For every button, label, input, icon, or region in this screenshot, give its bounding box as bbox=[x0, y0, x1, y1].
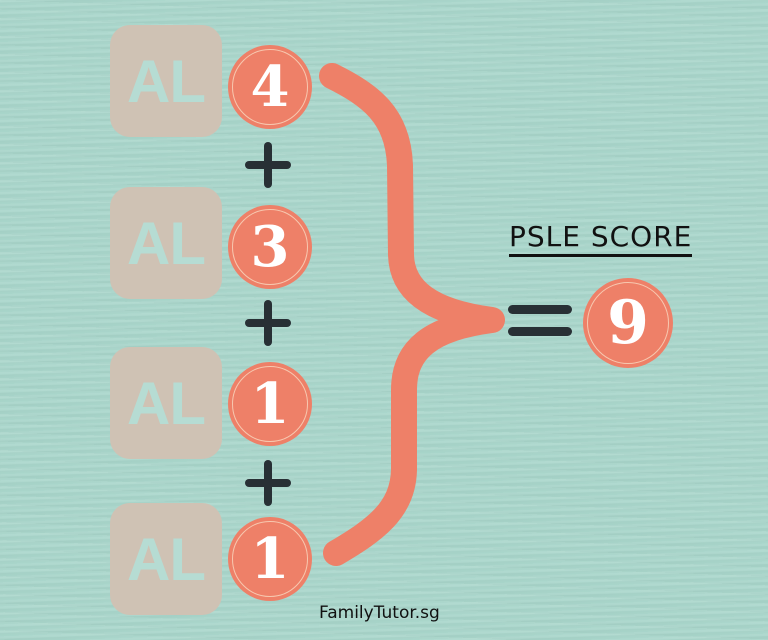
psle-score-title: PSLE SCORE bbox=[509, 220, 693, 257]
psle-score-value: 9 bbox=[607, 288, 649, 358]
plus-icon bbox=[245, 460, 291, 506]
footer-watermark: FamilyTutor.sg bbox=[319, 603, 440, 623]
al-label: AL bbox=[127, 525, 206, 593]
al-score-circle-3: 1 bbox=[228, 362, 312, 446]
al-badge-1: AL bbox=[110, 25, 222, 137]
psle-score-circle: 9 bbox=[583, 278, 673, 368]
al-badge-3: AL bbox=[110, 347, 222, 459]
equals-icon bbox=[508, 305, 572, 337]
al-badge-4: AL bbox=[110, 503, 222, 615]
al-score-circle-1: 4 bbox=[228, 45, 312, 129]
al-score-circle-2: 3 bbox=[228, 205, 312, 289]
al-label: AL bbox=[127, 209, 206, 277]
al-score-circle-4: 1 bbox=[228, 517, 312, 601]
al-label: AL bbox=[127, 369, 206, 437]
plus-icon bbox=[245, 300, 291, 346]
al-badge-2: AL bbox=[110, 187, 222, 299]
al-score-value: 3 bbox=[250, 214, 290, 280]
plus-icon bbox=[245, 142, 291, 188]
al-score-value: 4 bbox=[250, 54, 290, 120]
al-label: AL bbox=[127, 47, 206, 115]
al-score-value: 1 bbox=[250, 526, 290, 592]
al-score-value: 1 bbox=[250, 371, 290, 437]
